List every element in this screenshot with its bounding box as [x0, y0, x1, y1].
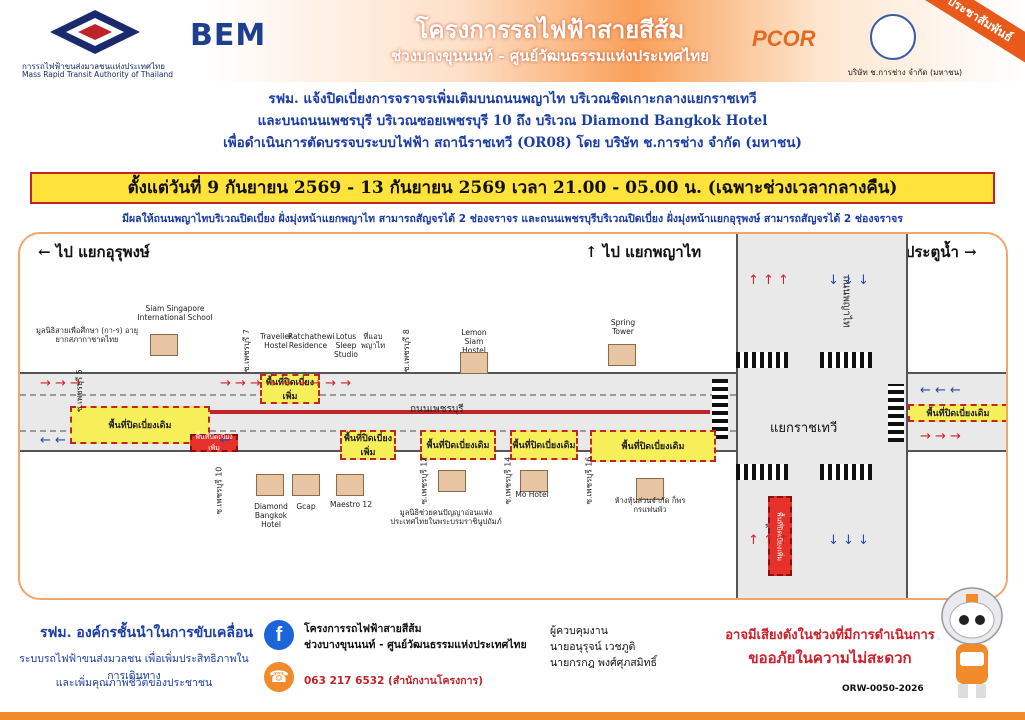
ck-company-name: บริษัท ช.การช่าง จำกัด (มหาชน)	[847, 68, 963, 77]
soi-label: ซ.เพชรบุรี 7	[241, 329, 251, 372]
building-label: Mo Hotel	[515, 490, 549, 499]
supervisor-title: ผู้ควบคุมงาน	[550, 625, 608, 637]
building-label: ห้างหุ้นส่วนจำกัด ก็พรกรแฟนพัว	[614, 496, 686, 514]
pr-ribbon: ประชาสัมพันธ์	[909, 0, 1025, 70]
building-label: Lotus Sleep Studio	[334, 332, 358, 359]
red-closure-zone: พื้นที่ปิดเบี่ยงเพิ่ม	[190, 433, 238, 452]
soi-label: ซ.เพชรบุรี 16	[584, 456, 594, 505]
building-icon	[150, 334, 178, 356]
warning-line-1: อาจมีเสียงดังในช่วงที่มีการดำเนินการ	[725, 628, 935, 643]
footer-slogan-sub-2: และเพิ่มคุณภาพชีวิตของประชาชน	[55, 677, 213, 689]
dir-left-label: ไป แยกอุรุพงษ์	[55, 243, 150, 261]
closure-zone-new: พื้นที่ปิดเบี่ยง เพิ่ม	[340, 430, 396, 460]
pcor-logo: PCOR	[752, 26, 816, 51]
mrta-logo	[50, 10, 140, 54]
building-label: Siam Singapore International School	[137, 304, 213, 322]
soi-label: ซ.เพชรบุรี 8	[401, 329, 411, 372]
fb-line-2[interactable]: ช่วงบางขุนนนท์ - ศูนย์วัฒนธรรมแห่งประเทศ…	[304, 639, 527, 651]
closure-zone-existing: พื้นที่ปิดเบี่ยงเดิม	[70, 406, 210, 444]
building-label: มูลนิธิสายเพื่อศึกษา (กา-ร) อายุยากสภากา…	[35, 326, 139, 344]
building-icon	[336, 474, 364, 496]
building-label: มูลนิธิช่วยคนปัญญาอ่อนแห่งประเทศไทยในพระ…	[390, 508, 502, 526]
supervisor-2: นายกรกฎ พงศ์ศุภสมิทธิ์	[550, 657, 657, 669]
traffic-arrow-red: ↑ ↑ ↑	[748, 533, 789, 548]
crosswalk	[820, 464, 872, 480]
road-median	[170, 410, 710, 414]
supervisor-1: นายอนุรุจน์ เวชภูติ	[550, 641, 636, 653]
project-subtitle: ช่วงบางขุนนนท์ - ศูนย์วัฒนธรรมแห่งประเทศ…	[391, 47, 709, 65]
red-closure-zone: พื้นที่ปิดเบี่ยงเพิ่ม	[768, 496, 792, 576]
soi-label: ซ.เพชรบุรี 10	[214, 466, 224, 515]
notice-line-3: เพื่อดำเนินการตัดบรรจบระบบไฟฟ้า สถานีราช…	[223, 135, 802, 151]
bem-logo: BEM	[190, 18, 267, 53]
closure-zone-new: พื้นที่ปิดเบี่ยง เพิ่ม	[260, 374, 320, 404]
traffic-arrow-red: ↑ ↑ ↑	[748, 273, 789, 288]
phayathai-road	[736, 234, 908, 598]
notice-text: รฟม. แจ้งปิดเบี่ยงการจราจรเพิ่มเติมบนถนน…	[0, 88, 1025, 154]
traffic-map: ← ไป แยกอุรุพงษ์ ↑ ไป แยกพญาไท ไป แยกประ…	[18, 232, 1008, 600]
traffic-arrow-blue: ←	[220, 433, 231, 448]
header: การรถไฟฟ้าขนส่งมวลชนแห่งประเทศไทย Mass R…	[0, 0, 1025, 82]
dir-left: ← ไป แยกอุรุพงษ์	[38, 243, 150, 261]
crosswalk	[736, 352, 788, 368]
traffic-arrow-blue: ↓ ↓ ↓	[828, 273, 869, 288]
building-icon	[608, 344, 636, 366]
building-label: Maestro 12	[330, 500, 372, 509]
traffic-arrow-red: → → → → → → → → →	[220, 376, 352, 391]
dir-up: ↑ ไป แยกพญาไท	[585, 243, 702, 261]
crosswalk	[888, 384, 904, 442]
soi-label: ซ.เพชรบุรี 5	[74, 369, 84, 412]
footer-slogan-sub-1: ระบบรถไฟฟ้าขนส่งมวลชน เพื่อเพิ่มประสิทธิ…	[19, 653, 249, 682]
crosswalk	[712, 379, 728, 439]
building-icon	[460, 352, 488, 374]
closure-zone-existing: พื้นที่ปิดเบี่ยงเดิม	[590, 430, 716, 462]
mrta-name-en: Mass Rapid Transit Authority of Thailand	[22, 70, 174, 79]
traffic-arrow-blue: ← ← ←	[920, 383, 961, 398]
building-icon	[636, 478, 664, 500]
road-name-label: ถนนเพชรบุรี	[410, 404, 464, 415]
building-label: Spring Tower	[610, 318, 636, 336]
dir-up-label: ไป แยกพญาไท	[602, 243, 702, 261]
junction-label: แยกราชเทวี	[770, 421, 838, 436]
closure-zone-existing: พื้นที่ปิดเบี่ยงเดิม	[908, 404, 1006, 422]
soi-label: ซ.เพชรบุรี 12	[419, 456, 429, 505]
building-label: Lemon Siam Hostel	[461, 328, 487, 355]
closure-zone-existing: พื้นที่ปิดเบี่ยงเดิม	[420, 430, 496, 460]
traffic-arrow-red: → → →	[920, 429, 961, 444]
building-label: Gcap	[296, 502, 316, 511]
traffic-arrow-blue: ← ←	[40, 433, 66, 448]
bottom-bar	[0, 712, 1025, 720]
notice-line-1: รฟม. แจ้งปิดเบี่ยงการจราจรเพิ่มเติมบนถนน…	[268, 91, 757, 107]
mascot-icon	[941, 587, 1003, 698]
building-label: ที่แอบพญาไท	[360, 332, 386, 350]
facebook-icon[interactable]: f	[264, 620, 294, 650]
ck-seal-icon	[870, 14, 916, 60]
closure-zone-existing: พื้นที่ปิดเบี่ยงเดิม	[510, 430, 578, 460]
document-number: ORW-0050-2026	[842, 684, 924, 694]
phone-number: 063 217 6532 (สำนักงานโครงการ)	[304, 675, 483, 687]
warning-line-2: ขออภัยในความไม่สะดวก	[748, 649, 912, 667]
traffic-arrow-red: → → →	[40, 376, 81, 391]
building-icon	[256, 474, 284, 496]
project-title: โครงการรถไฟฟ้าสายสีส้ม	[415, 15, 685, 44]
traffic-arrow-blue: ↓ ↓ ↓	[828, 533, 869, 548]
date-band: ตั้งแต่วันที่ 9 กันยายน 2569 - 13 กันยาย…	[30, 172, 995, 204]
building-label: Ratchathewi Residence	[288, 332, 335, 350]
building-label: Diamond Bangkok Hotel	[254, 502, 288, 529]
mrta-name-th: การรถไฟฟ้าขนส่งมวลชนแห่งประเทศไทย	[22, 62, 165, 71]
crosswalk	[820, 352, 872, 368]
fb-line-1[interactable]: โครงการรถไฟฟ้าสายสีส้ม	[304, 623, 422, 635]
building-icon	[520, 470, 548, 492]
crosswalk	[736, 464, 788, 480]
footer: รฟม. องค์กรชั้นนำในการขับเคลื่อน ระบบรถไ…	[0, 587, 1025, 720]
phone-icon: ☎	[264, 662, 294, 692]
building-icon	[292, 474, 320, 496]
building-icon	[438, 470, 466, 492]
lane-divider	[20, 394, 736, 396]
effect-text: มีผลให้ถนนพญาไทบริเวณปิดเบี่ยง ฝั่งมุ่งห…	[122, 213, 903, 225]
building-label: Traveller Hostel	[259, 332, 293, 350]
notice-line-2: และบนถนนเพชรบุรี บริเวณซอยเพชรบุรี 10 ถึ…	[257, 113, 768, 129]
footer-slogan: รฟม. องค์กรชั้นนำในการขับเคลื่อน	[40, 625, 253, 641]
